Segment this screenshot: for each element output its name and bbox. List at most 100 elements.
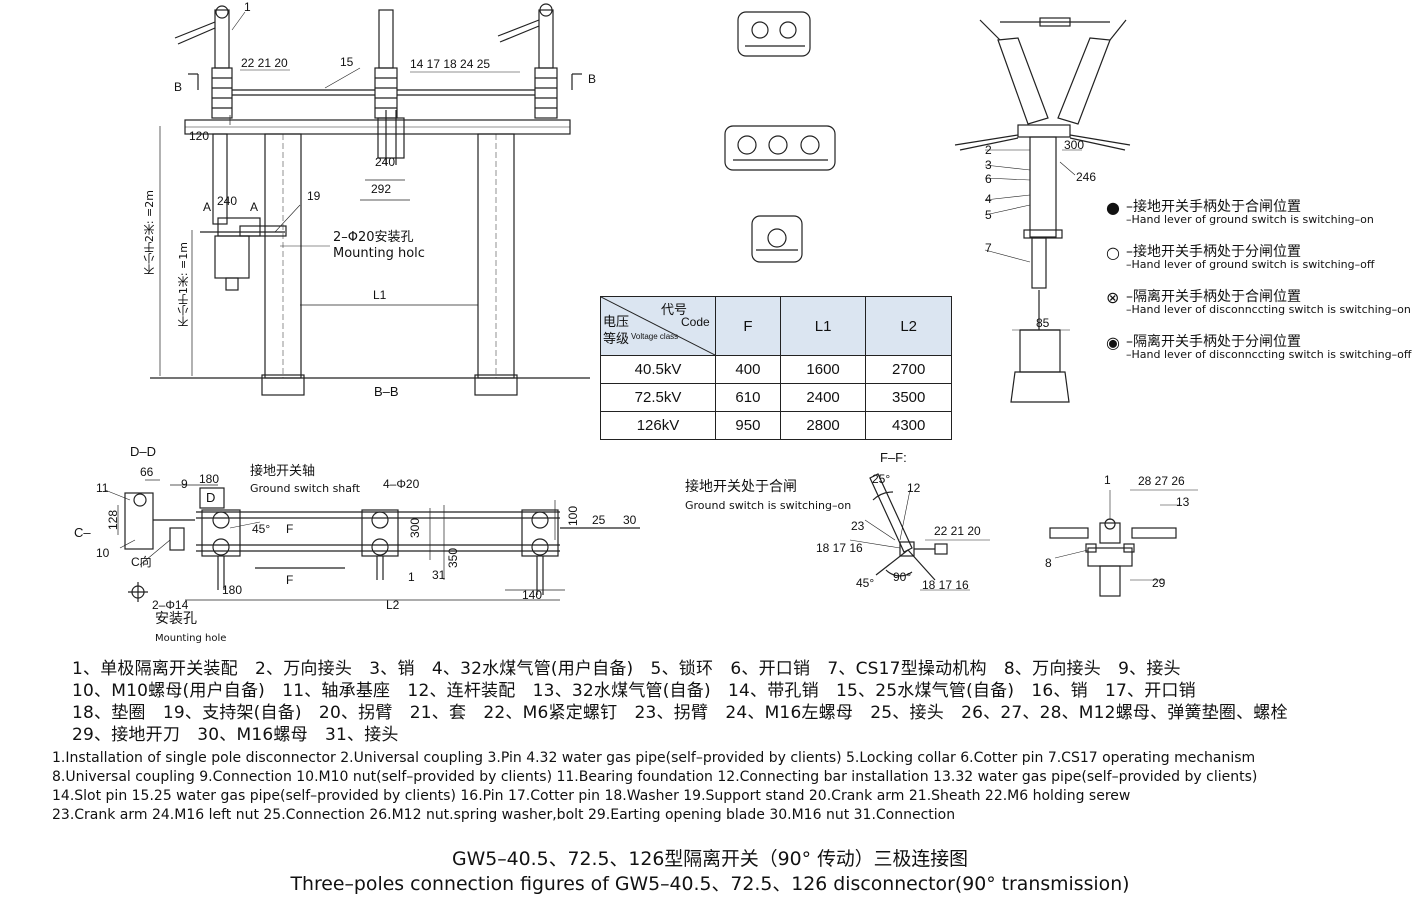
dim-292: 292 xyxy=(371,182,392,196)
callout-19: 19 xyxy=(307,189,321,203)
callout-120: 120 xyxy=(189,129,210,143)
section-title-dd: D–D xyxy=(130,444,157,459)
caption-en: Three–poles connection figures of GW5–40… xyxy=(290,873,1130,895)
dd-callout-30: 30 xyxy=(623,513,637,527)
cell-l1: 2400 xyxy=(779,383,867,412)
cell-f: 950 xyxy=(715,411,781,440)
table-row: 72.5kV 610 2400 3500 xyxy=(600,383,952,412)
dd-plan-view xyxy=(104,479,640,602)
cell-l1: 2800 xyxy=(779,411,867,440)
dd-mark-c-direction: C向 xyxy=(131,555,152,569)
dd-mark-f-top: F xyxy=(286,522,294,536)
ff-state-en: Ground switch is switching–on xyxy=(685,499,852,512)
dd-callout-180-bottom: 180 xyxy=(222,583,243,597)
side-view xyxy=(954,17,1131,403)
legend-ground-on-en: –Hand lever of ground switch is switchin… xyxy=(1126,213,1374,226)
side-callout-300: 300 xyxy=(1064,138,1085,152)
dd-callout-66: 66 xyxy=(140,465,154,479)
side-callout-2: 2 xyxy=(985,143,992,157)
section-mark-b-left: B xyxy=(174,80,183,94)
side-callout-3: 3 xyxy=(985,158,992,172)
side-callout-6: 6 xyxy=(985,172,992,186)
cell-voltage: 40.5kV xyxy=(600,355,716,384)
callout-1: 1 xyxy=(244,0,251,14)
parts-list-cn-line-3: 18、垫圈 19、支持架(自备) 20、拐臂 21、套 22、M6紧定螺钉 23… xyxy=(72,703,1288,723)
callout-15: 15 xyxy=(340,55,354,69)
legend-disconnect-off-cn: –隔离开关手柄处于分闸位置 xyxy=(1126,334,1301,350)
bb-front-view xyxy=(150,3,590,396)
header-voltage-cn2: 等级 xyxy=(603,331,630,346)
dd-callout-1: 1 xyxy=(408,570,415,584)
dim-not-less-2m: 不小于2米: =2m xyxy=(143,190,156,276)
header-l1: L1 xyxy=(779,296,867,356)
section-title-ff: F–F: xyxy=(880,450,907,465)
ff-callout-23: 23 xyxy=(851,519,865,533)
detail-callout-8: 8 xyxy=(1045,556,1052,570)
callout-22-21-20: 22 21 20 xyxy=(241,56,288,70)
dd-callout-11: 11 xyxy=(96,481,109,495)
open-circle-icon: ○ xyxy=(1106,243,1120,262)
dd-callout-45deg: 45° xyxy=(252,522,271,536)
ground-switch-shaft-cn: 接地开关轴 xyxy=(250,464,316,479)
voltage-code-table: 代号 Code 电压 等级 Voltage class F L1 L2 40.5… xyxy=(600,296,952,440)
side-callout-5: 5 xyxy=(985,208,992,222)
ff-view xyxy=(849,473,990,591)
side-callout-4: 4 xyxy=(985,192,992,206)
header-code-cn: 代号 xyxy=(661,302,688,317)
section-mark-b-right: B xyxy=(588,72,597,86)
header-code-en: Code xyxy=(681,315,710,329)
detail-callout-28-27-26: 28 27 26 xyxy=(1138,474,1185,488)
dd-callout-25: 25 xyxy=(592,513,606,527)
table-header-row: 代号 Code 电压 等级 Voltage class F L1 L2 xyxy=(600,296,952,356)
table-row: 40.5kV 400 1600 2700 xyxy=(600,355,952,384)
mounting-hole-en: Mounting holc xyxy=(333,246,425,261)
mounting-hole-cn: 2–Φ20安装孔 xyxy=(333,230,414,245)
cell-l2: 4300 xyxy=(865,411,952,440)
dim-l1: L1 xyxy=(373,288,387,302)
header-f: F xyxy=(715,296,781,356)
dim-240-bracket: 240 xyxy=(375,155,396,169)
dd-callout-10: 10 xyxy=(96,546,110,560)
ground-switch-shaft-en: Ground switch shaft xyxy=(250,482,361,495)
dd-mark-c: C– xyxy=(74,525,91,540)
dd-callout-140: 140 xyxy=(522,588,543,602)
header-voltage-cn: 电压 xyxy=(603,314,630,329)
detail-callout-29: 29 xyxy=(1152,576,1166,590)
ff-callout-45deg: 45° xyxy=(856,576,875,590)
ff-state-cn: 接地开关处于合闸 xyxy=(685,479,797,495)
cell-voltage: 72.5kV xyxy=(600,383,716,412)
dd-callout-180-top: 180 xyxy=(199,472,220,486)
filled-circle-icon: ● xyxy=(1106,198,1120,217)
ff-callout-90deg: 90° xyxy=(893,570,912,584)
dotted-circle-icon: ◉ xyxy=(1106,333,1120,352)
parts-list-cn-line-1: 1、单极隔离开关装配 2、万向接头 3、销 4、32水煤气管(用户自备) 5、锁… xyxy=(72,659,1181,679)
ff-callout-22-21-20: 22 21 20 xyxy=(934,524,981,538)
side-callout-85: 85 xyxy=(1036,316,1050,330)
parts-list-en-line-1: 1.Installation of single pole disconnect… xyxy=(52,750,1256,766)
table-row: 126kV 950 2800 4300 xyxy=(600,411,952,440)
dd-callout-9: 9 xyxy=(181,477,188,491)
side-callout-7: 7 xyxy=(985,241,992,255)
legend-ground-off-cn: –接地开关手柄处于分闸位置 xyxy=(1126,244,1301,260)
dd-callout-350: 350 xyxy=(446,548,460,569)
ff-callout-25deg: 25° xyxy=(872,472,891,486)
header-voltage-en: Voltage class xyxy=(631,332,679,341)
ff-callout-18-17-16-left: 18 17 16 xyxy=(816,541,863,555)
mounting-hole2-cn: 安装孔 xyxy=(155,611,197,627)
dd-callout-2-phi14: 2–Φ14 xyxy=(152,598,189,612)
crossed-circle-icon: ⊗ xyxy=(1106,288,1120,307)
legend-disconnect-on-cn: –隔离开关手柄处于合闸位置 xyxy=(1126,289,1301,305)
dd-callout-31: 31 xyxy=(432,568,446,582)
dd-mark-f-bottom: F xyxy=(286,573,294,587)
parts-list-cn-line-2: 10、M10螺母(用户自备) 11、轴承基座 12、连杆装配 13、32水煤气管… xyxy=(72,681,1196,701)
a-mark-right: A xyxy=(250,200,259,214)
cell-l2: 2700 xyxy=(865,355,952,384)
header-l2: L2 xyxy=(865,296,952,356)
a-mark-left: A xyxy=(203,200,212,214)
dd-callout-128: 128 xyxy=(106,510,120,531)
ff-callout-12: 12 xyxy=(907,481,921,495)
dd-mark-d: D xyxy=(206,490,216,505)
legend-disconnect-off-en: –Hand lever of disconnccting switch is s… xyxy=(1126,348,1412,361)
ff-callout-18-17-16-right: 18 17 16 xyxy=(922,578,969,592)
